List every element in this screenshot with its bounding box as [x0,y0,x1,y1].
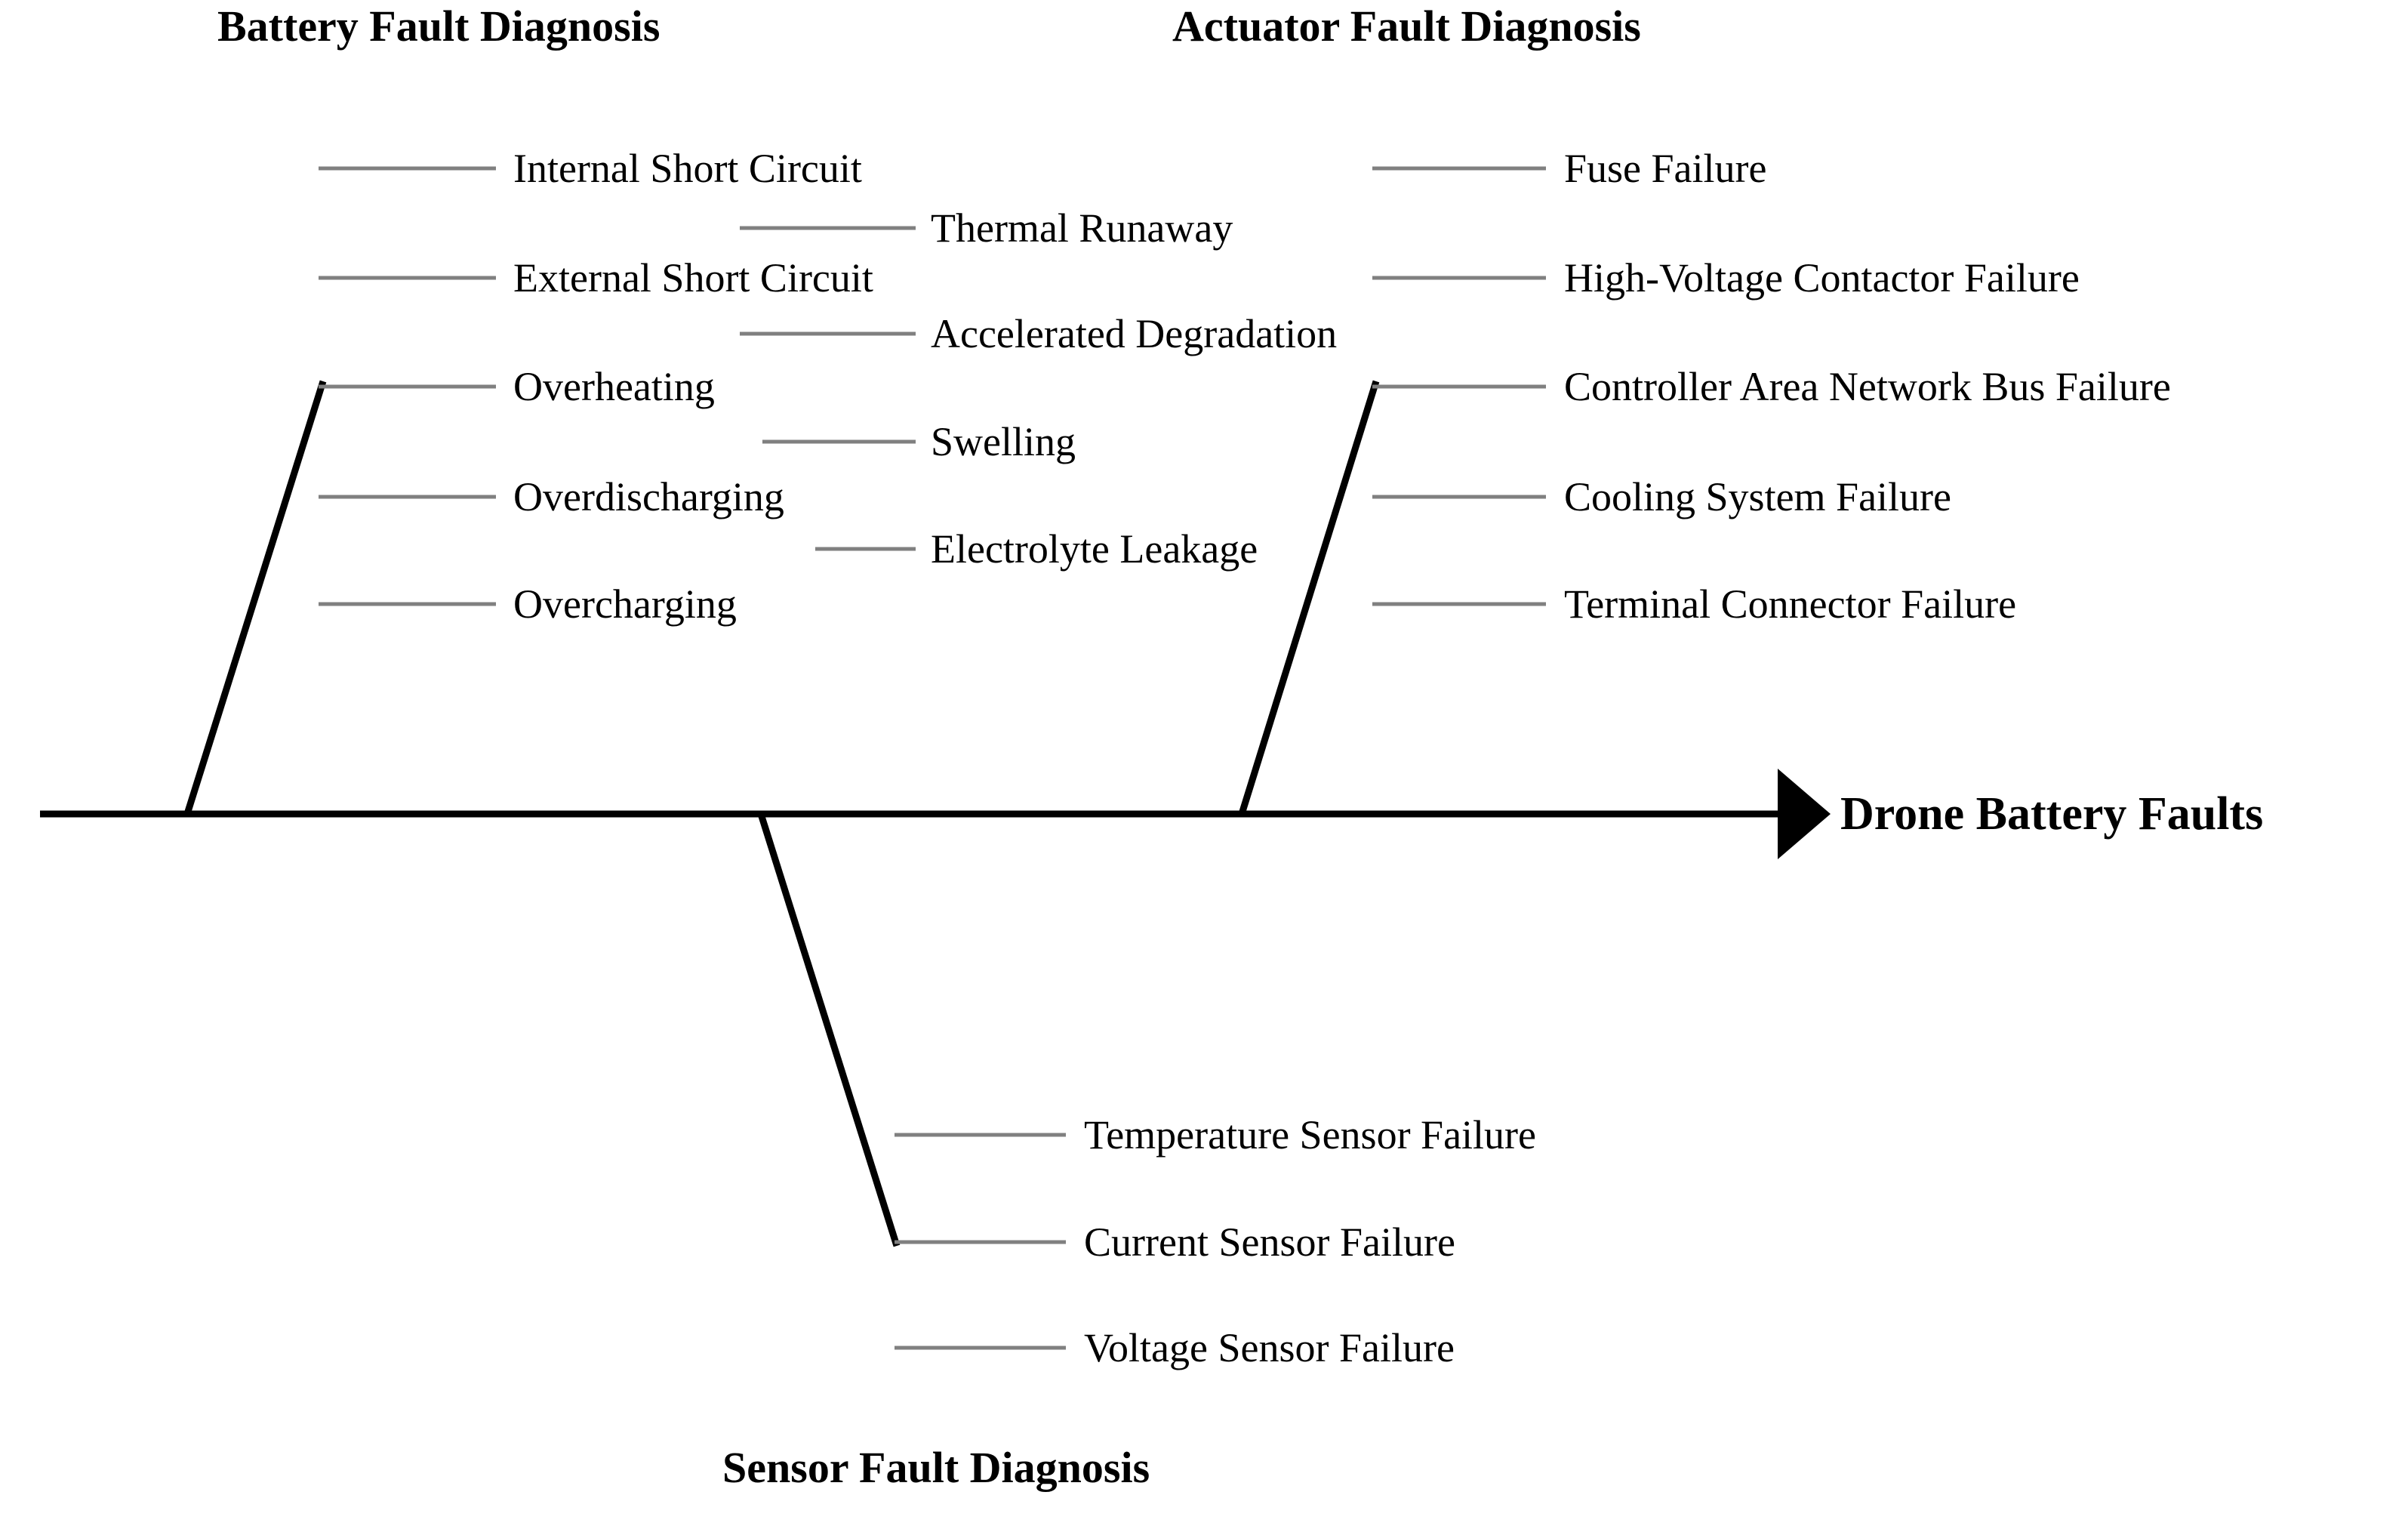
cause-label-overheating: Overheating [513,364,715,409]
cause-label-external-short-circuit: External Short Circuit [513,255,873,301]
actuator-branch-rib [1238,380,1380,815]
cause-label-overcharging: Overcharging [513,581,737,627]
cause-label-current-sensor-failure: Current Sensor Failure [1084,1219,1455,1265]
sensor-branch-rib [757,812,901,1247]
category-title-battery: Battery Fault Diagnosis [217,2,661,51]
cause-label-fuse-failure: Fuse Failure [1564,146,1767,191]
cause-label-cooling-system-failure: Cooling System Failure [1564,474,1951,519]
cause-label-accelerated-degradation: Accelerated Degradation [931,311,1338,356]
cause-label-thermal-runaway: Thermal Runaway [931,205,1233,251]
spine-arrow-head [1778,769,1831,859]
cause-label-terminal-connector-failure: Terminal Connector Failure [1564,581,2017,627]
cause-label-voltage-sensor-failure: Voltage Sensor Failure [1084,1325,1455,1370]
cause-label-swelling: Swelling [931,419,1076,464]
category-title-actuator: Actuator Fault Diagnosis [1172,2,1641,51]
category-title-sensor: Sensor Fault Diagnosis [722,1443,1150,1492]
cause-label-electrolyte-leakage: Electrolyte Leakage [931,526,1258,572]
battery-branch-rib [183,380,327,815]
cause-label-internal-short-circuit: Internal Short Circuit [513,146,862,191]
cause-label-temperature-sensor-failure: Temperature Sensor Failure [1084,1112,1537,1158]
spine-head-label: Drone Battery Faults [1840,788,2264,840]
cause-label-high-voltage-contactor-failure: High-Voltage Contactor Failure [1564,255,2080,301]
cause-label-can-bus-failure: Controller Area Network Bus Failure [1564,364,2171,409]
cause-label-overdischarging: Overdischarging [513,474,784,519]
